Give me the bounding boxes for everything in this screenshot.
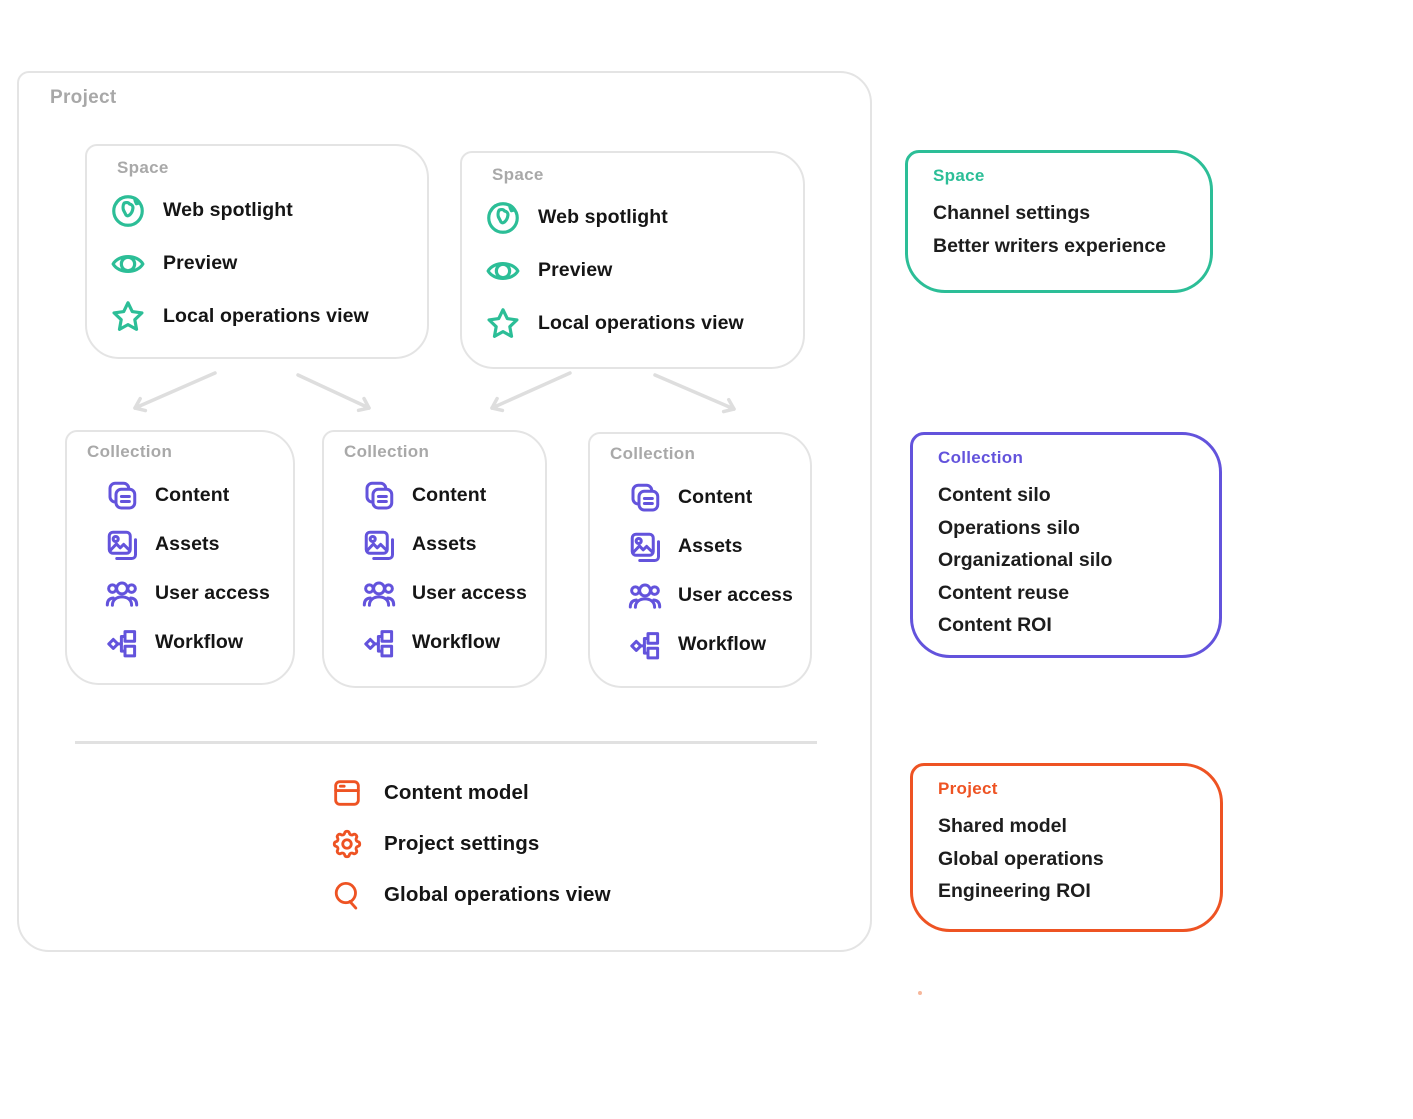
eye-icon [111,254,145,273]
legend-item: Channel settings [933,202,1091,224]
feature-label: User access [412,582,527,604]
legend-project-box: Project Shared model Global operations E… [910,763,1223,932]
user-access-icon [105,581,139,607]
space-box-1: Space Web spotlight Preview Local operat… [85,144,429,359]
feature-label: Assets [412,533,477,555]
feature-row: Content [361,471,545,520]
feature-row: Content [627,473,810,522]
workflow-icon [630,631,660,659]
feature-label: Content [412,484,487,506]
star-icon [112,300,144,331]
arrow-space2-collection2 [490,371,572,413]
feature-row: Local operations view [109,290,427,343]
feature-label: User access [155,582,270,604]
feature-label: Content model [384,780,529,804]
space-box-label: Space [117,158,169,177]
feature-label: Assets [678,535,743,557]
feature-row: Assets [104,520,293,569]
feature-row: User access [627,571,810,620]
feature-row: Project settings [330,818,611,869]
collection-box-1: Collection Content Assets User access Wo… [65,430,295,685]
feature-label: Web spotlight [163,199,293,221]
feature-label: Preview [538,259,613,281]
workflow-icon [364,629,394,657]
feature-label: Project settings [384,831,540,855]
globe-icon [487,201,519,234]
feature-label: Content [155,484,230,506]
assets-icon [107,530,137,560]
legend-collection-title: Collection [938,448,1024,467]
feature-label: Global operations view [384,882,611,906]
workflow-icon [107,629,137,657]
legend-space-title: Space [933,166,985,185]
collection-box-2: Collection Content Assets User access Wo… [322,430,547,688]
arrow-space1-collection2 [296,373,371,413]
magnifier-icon [334,881,358,909]
feature-label: Workflow [678,633,767,655]
arrow-space1-collection1 [133,371,217,413]
feature-label: Content [678,486,753,508]
feature-row: Web spotlight [109,184,427,237]
legend-collection-box: Collection Content silo Operations silo … [910,432,1222,658]
feature-label: User access [678,584,793,606]
legend-item: Shared model [938,815,1067,837]
collection-box-label: Collection [610,444,696,463]
legend-space-box: Space Channel settings Better writers ex… [905,150,1213,293]
legend-item: Global operations [938,847,1104,870]
globe-icon [112,194,144,227]
assets-icon [364,530,394,560]
feature-row: Content model [330,767,611,818]
feature-row: User access [104,569,293,618]
feature-row: User access [361,569,545,618]
feature-row: Content [104,471,293,520]
user-access-icon [362,581,396,607]
feature-row: Workflow [361,618,545,667]
collection-box-3: Collection Content Assets User access Wo… [588,432,812,688]
feature-row: Workflow [104,618,293,667]
star-icon [487,307,519,338]
legend-item: Engineering ROI [938,880,1091,902]
feature-label: Local operations view [163,305,369,327]
feature-label: Workflow [155,631,244,653]
space-box-2: Space Web spotlight Preview Local operat… [460,151,805,369]
content-icon [631,483,660,511]
feature-row: Web spotlight [484,191,803,244]
arrow-space2-collection3 [653,373,736,414]
legend-project-title: Project [938,779,998,798]
eye-icon [486,261,520,280]
gear-icon [332,829,362,858]
assets-icon [630,532,660,562]
feature-label: Local operations view [538,312,744,334]
collection-box-label: Collection [87,442,173,461]
legend-item: Content reuse [938,581,1070,604]
project-features: Content model Project settings Global op… [330,767,611,920]
feature-row: Preview [109,237,427,290]
content-model-icon [334,779,360,806]
feature-row: Assets [361,520,545,569]
feature-row: Preview [484,244,803,297]
collection-box-label: Collection [344,442,430,461]
feature-row: Assets [627,522,810,571]
legend-item: Content silo [938,484,1051,506]
space-box-label: Space [492,165,544,184]
artifact-dot [918,991,922,995]
feature-label: Workflow [412,631,501,653]
user-access-icon [628,583,662,609]
feature-row: Local operations view [484,297,803,350]
feature-label: Assets [155,533,220,555]
divider [75,741,817,744]
project-label: Project [50,87,117,108]
feature-row: Global operations view [330,869,611,920]
legend-item: Better writers experience [933,234,1167,257]
legend-item: Organizational silo [938,549,1113,571]
legend-item: Content ROI [938,614,1052,636]
content-icon [365,481,394,509]
project-container: Project Space Web spotlight Preview Loca… [17,71,872,952]
legend-item: Operations silo [938,516,1080,539]
feature-label: Web spotlight [538,206,668,228]
feature-label: Preview [163,252,238,274]
content-icon [108,481,137,509]
feature-row: Workflow [627,620,810,669]
